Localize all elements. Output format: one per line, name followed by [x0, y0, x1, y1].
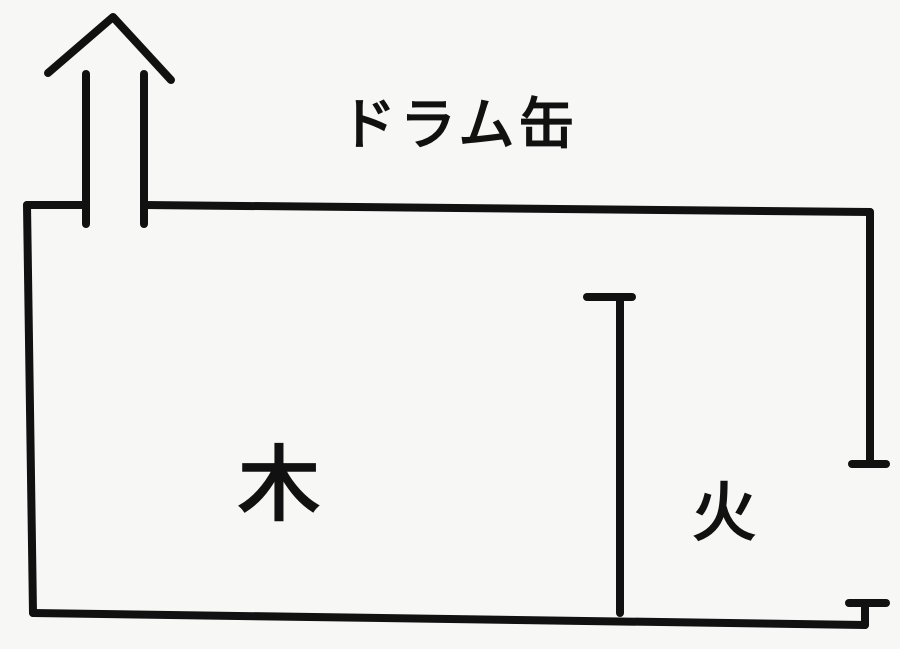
- fire-label: 火: [692, 477, 756, 551]
- drum-top-edge: [140, 201, 874, 216]
- chimney-arrow: [44, 13, 175, 84]
- drum-left-edge: [23, 201, 37, 617]
- drum-bottom-edge: [29, 609, 869, 629]
- drum-can-label: ドラム缶: [340, 93, 579, 158]
- wood-label: 木: [238, 438, 321, 533]
